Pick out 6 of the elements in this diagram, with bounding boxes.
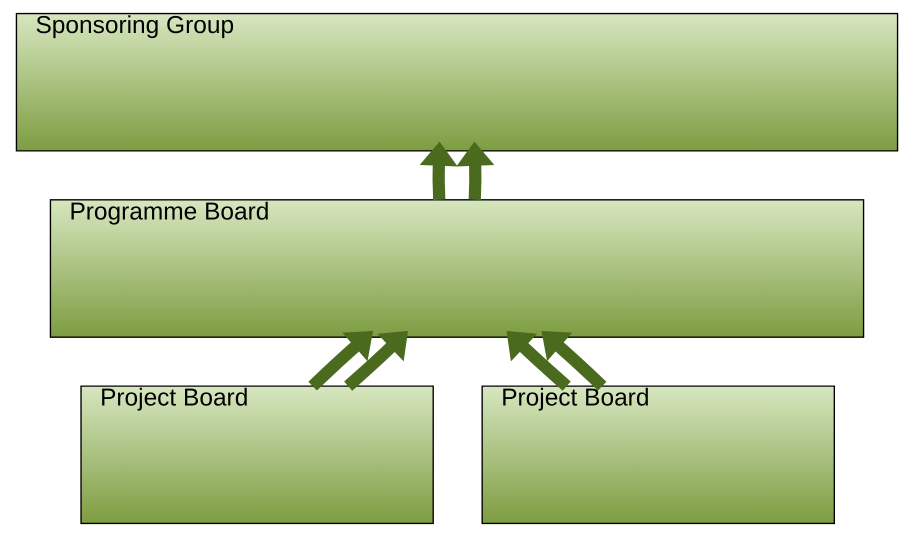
- node-box: Programme Board: [50, 199, 864, 338]
- node-box: Project Board: [80, 385, 434, 524]
- arrow: [456, 142, 494, 200]
- node-box: Sponsoring Group: [16, 12, 898, 152]
- node-box: Project Board: [481, 385, 835, 524]
- arrow: [420, 142, 458, 200]
